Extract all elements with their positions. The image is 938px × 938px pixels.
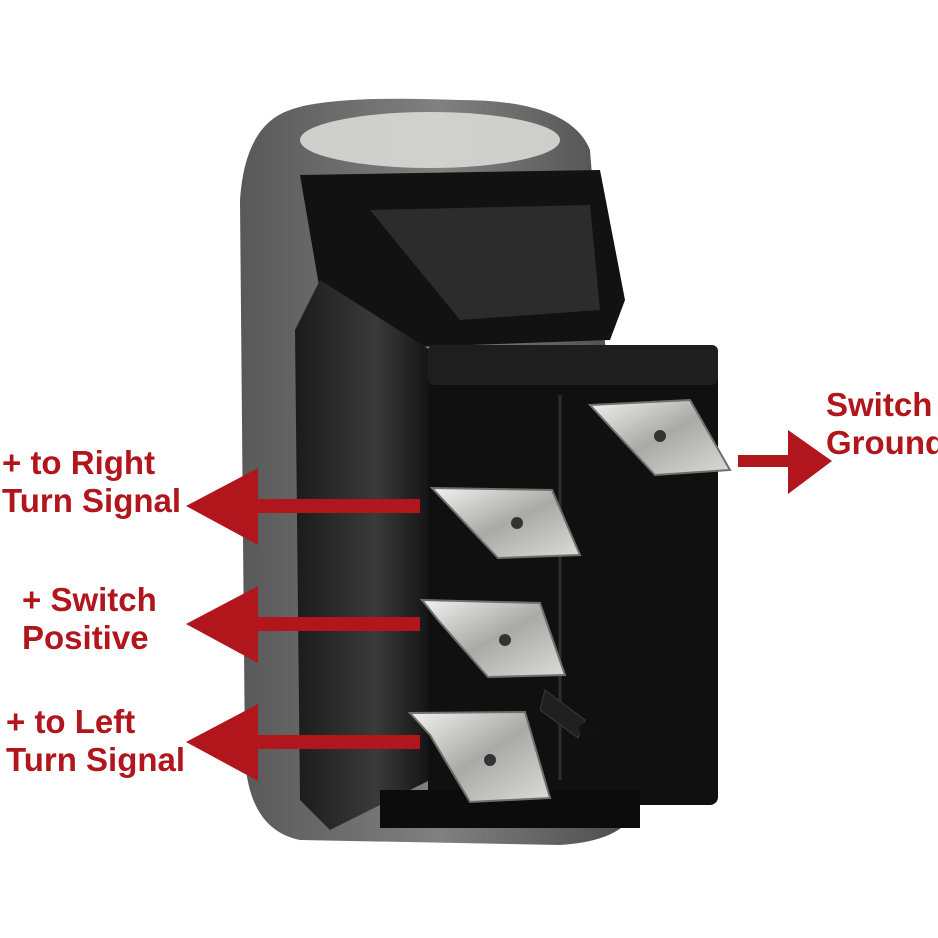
label-line: Switch (826, 386, 933, 423)
label-line: Turn Signal (2, 482, 182, 519)
terminal-right-turn (429, 486, 582, 560)
arrow-switch-ground (738, 430, 832, 494)
rocker-lens (300, 112, 560, 168)
label-line: + Switch (22, 581, 157, 618)
label-line: + to Left (6, 703, 136, 740)
rear-face-rim (428, 345, 718, 385)
terminal-left-turn (407, 710, 552, 804)
label-switch-positive: + Switch Positive (22, 581, 157, 657)
arrow-left-turn-signal (186, 704, 420, 781)
terminal-positive (419, 598, 567, 679)
arrow-switch-positive (186, 586, 420, 663)
label-line: Positive (22, 619, 149, 656)
label-line: + to Right (2, 444, 156, 481)
lamp-pin (539, 689, 597, 739)
actuator-ridge (370, 205, 600, 320)
label-left-turn-signal: + to Left Turn Signal (6, 703, 185, 779)
label-line: Turn Signal (6, 741, 186, 778)
label-switch-ground: Switch Ground (826, 386, 938, 462)
terminal-ground (587, 398, 732, 477)
arrow-right-turn-signal (186, 468, 420, 545)
label-line: Ground (826, 424, 938, 461)
label-right-turn-signal: + to Right Turn Signal (2, 444, 181, 520)
switch-body-side (295, 280, 430, 830)
